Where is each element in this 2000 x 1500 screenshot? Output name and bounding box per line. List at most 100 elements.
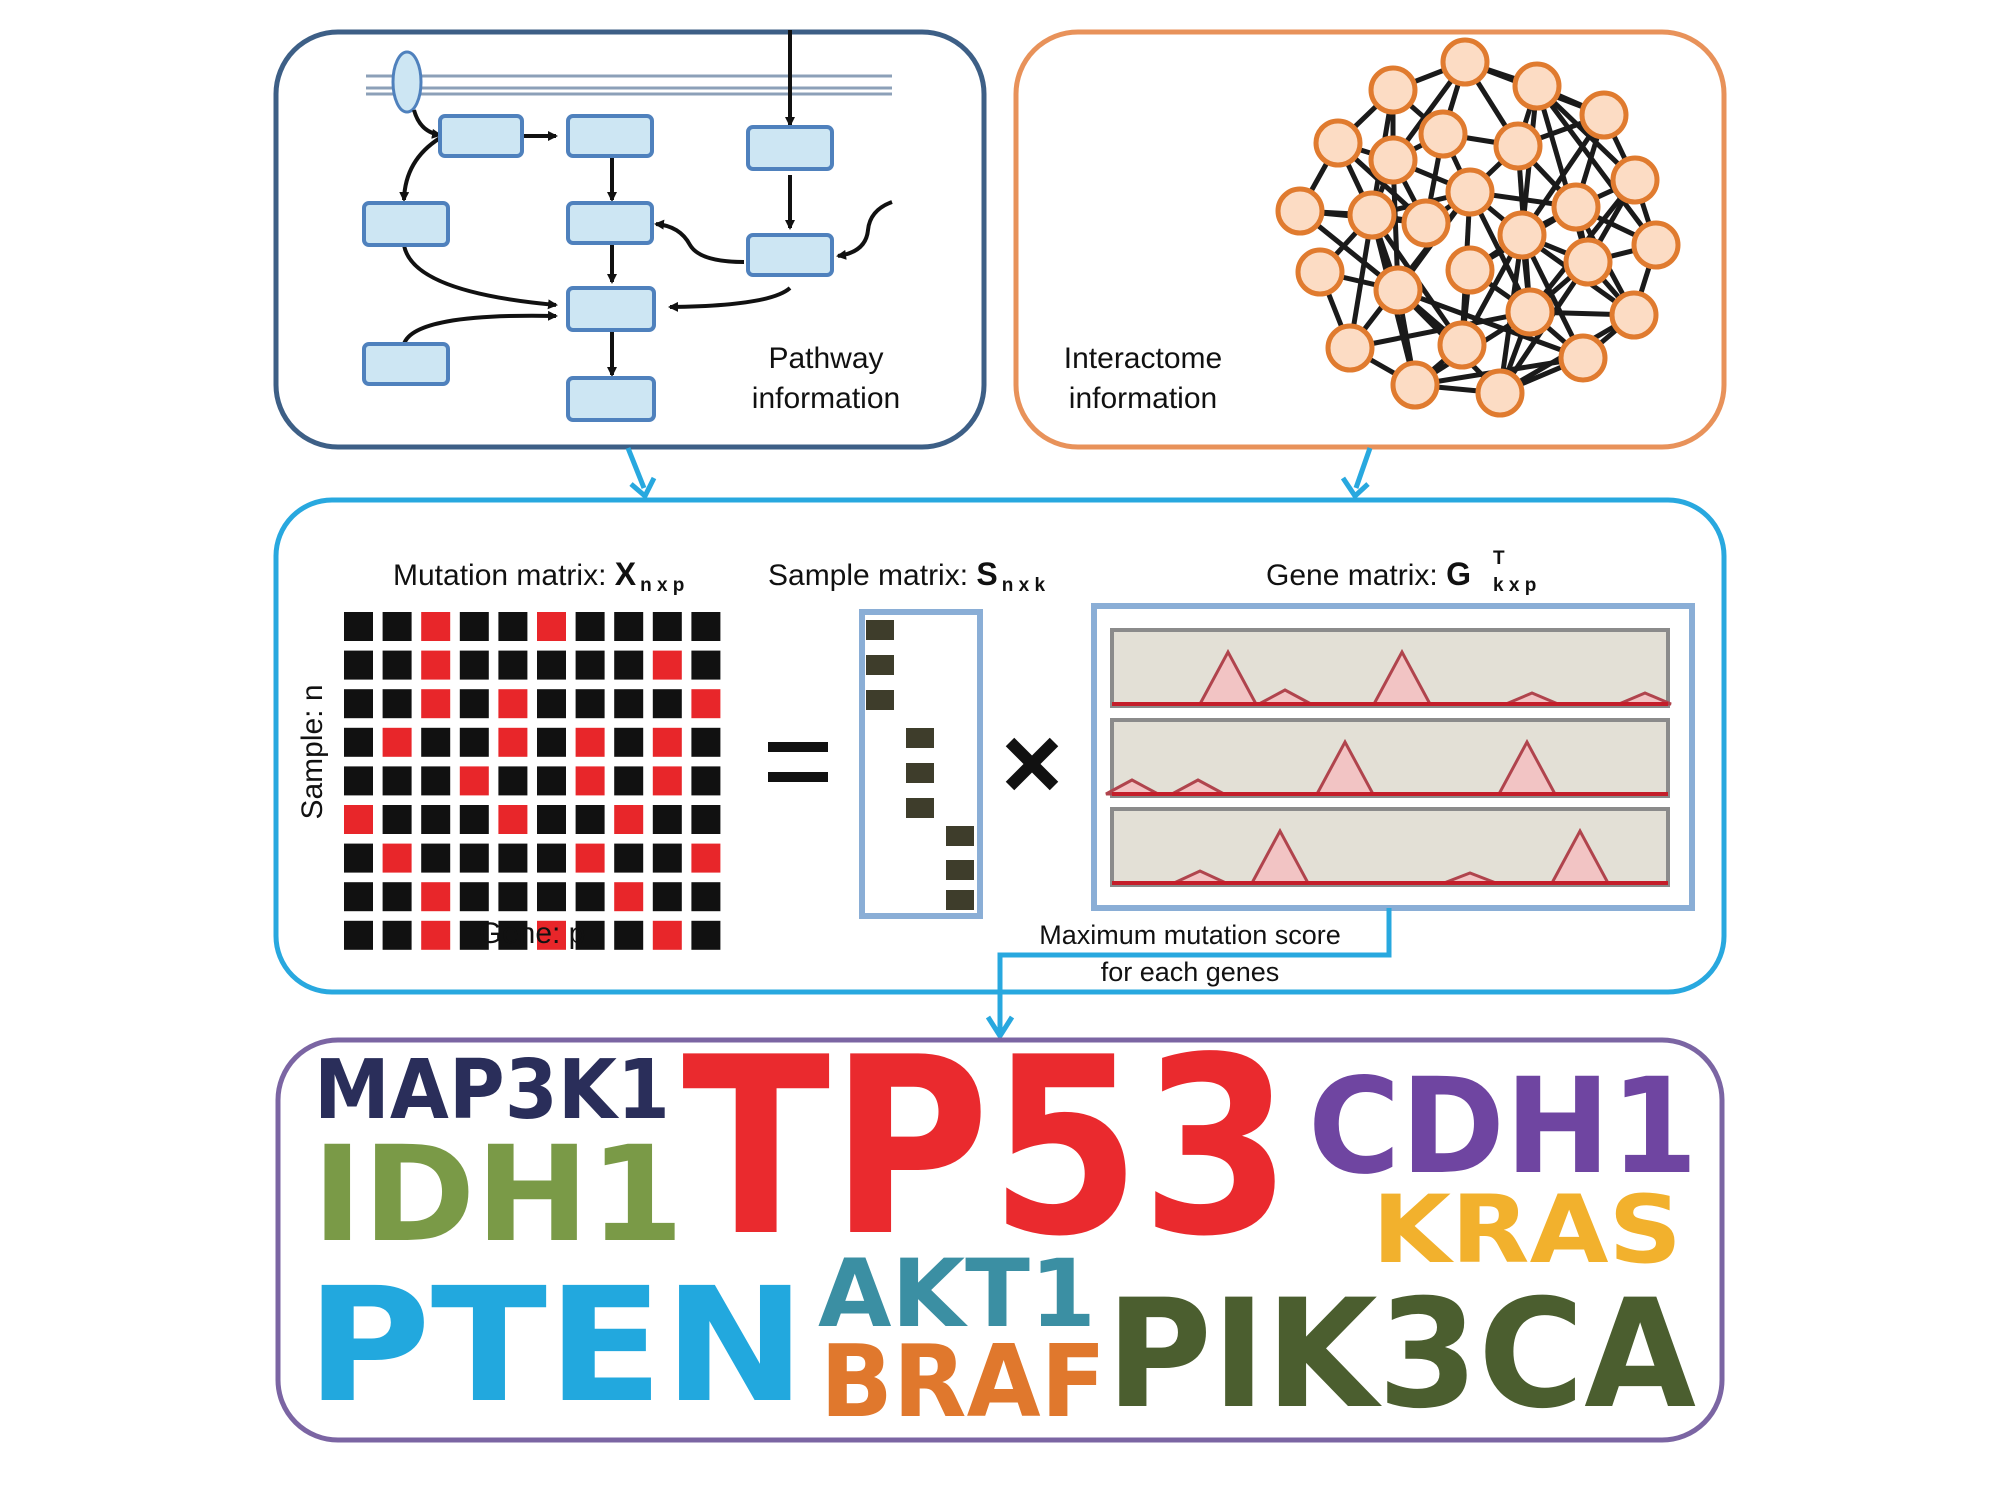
pathway-node [746,125,834,171]
wild-type-cell [421,766,451,796]
mutation-matrix-subscript: n x p [640,575,684,596]
interactome-panel: Interactome information [1013,29,1727,450]
protein-node [1631,220,1681,270]
wild-type-cell [498,843,528,873]
score-bracket [985,908,1392,1041]
protein-node [1275,186,1325,236]
gene-cloud-panel: MAP3K1 TP53 CDH1 IDH1 KRAS PTEN AKT1 BRA… [275,1005,1725,1443]
protein-node [1437,320,1487,370]
gene-matrix-superscript: T [1493,548,1505,569]
wild-type-cell [537,689,566,719]
input-arrows [625,447,1373,500]
wild-type-cell [614,766,644,796]
protein-node [1325,323,1375,373]
sample-loading [946,826,974,846]
protein-node [1563,237,1613,287]
wild-type-cell [575,650,605,680]
wild-type-cell [537,727,566,757]
gene-word-pten: PTEN [306,1254,806,1438]
protein-node [1295,247,1345,297]
wild-type-cell [459,650,489,680]
wild-type-cell [691,920,721,950]
wild-type-cell [691,727,721,757]
wild-type-cell [498,920,528,950]
wild-type-cell [537,882,566,912]
wild-type-cell [382,766,412,796]
wild-type-cell [382,920,412,950]
pathway-edges [399,30,893,377]
sample-loading [866,655,894,675]
wild-type-cell [498,650,528,680]
wild-type-cell [652,689,682,719]
wild-type-cell [344,612,373,641]
wild-type-cell [382,612,412,641]
wild-type-cell [614,920,644,950]
sample-loading [946,860,974,880]
wild-type-cell [691,882,721,912]
interactome-label-line2: information [1069,382,1217,415]
interaction-edge [1534,84,1659,247]
mutated-cell [382,843,412,873]
protein-node [1497,210,1547,260]
mutated-cell [459,766,489,796]
protein-node [1609,290,1659,340]
gene-word-tp53: TP53 [682,1005,1292,1290]
receptor-node [391,50,423,114]
wild-type-cell [691,805,721,834]
sample-loading [906,728,934,748]
wild-type-cell [344,920,373,950]
wild-type-cell [459,805,489,834]
mutated-cell [382,727,412,757]
protein-node [1512,61,1562,111]
wild-type-cell [575,612,605,641]
wild-type-cell [691,612,721,641]
protein-node [1390,360,1440,410]
interactome-panel-border [1013,29,1727,450]
interaction-edge [1349,309,1531,351]
gene-axis-label: Gene: p [479,917,586,950]
wild-type-cell [344,689,373,719]
mutated-cell [652,766,682,796]
mutated-cell [498,689,528,719]
pathway-panel: Pathway information [273,29,987,450]
interactome-nodes [1275,37,1681,418]
mutated-cell [421,689,451,719]
pathway-nodes [362,114,834,422]
wild-type-cell [691,650,721,680]
wild-type-cell [575,882,605,912]
pathway-label-line1: Pathway [768,342,883,375]
wild-type-cell [575,689,605,719]
wild-type-cell [344,843,373,873]
wild-type-cell [652,843,682,873]
wild-type-cell [652,805,682,834]
pathway-node [746,233,834,277]
wild-type-cell [459,727,489,757]
pathway-node [438,114,524,158]
mutated-cell [652,727,682,757]
sample-matrix-subscript: n x k [1002,575,1046,596]
gene-matrix-label: Gene matrix: [1266,559,1446,592]
sample-axis-label: Sample: n [296,684,329,819]
wild-type-cell [459,843,489,873]
protein-node [1368,65,1418,115]
wild-type-cell [498,766,528,796]
equals-sign [768,742,828,782]
mutated-cell [614,882,644,912]
wild-type-cell [691,766,721,796]
wild-type-cell [614,689,644,719]
wild-type-cell [382,650,412,680]
protein-node [1347,190,1397,240]
mutated-cell [537,920,566,950]
gene-word-kras: KRAS [1372,1176,1682,1285]
wild-type-cell [421,843,451,873]
pathway-node [566,114,654,158]
wild-type-cell [575,920,605,950]
protein-node [1373,265,1423,315]
protein-node [1440,37,1490,87]
pathway-node [362,342,450,386]
gene-factor-row [1105,718,1670,798]
mutated-cell [421,650,451,680]
